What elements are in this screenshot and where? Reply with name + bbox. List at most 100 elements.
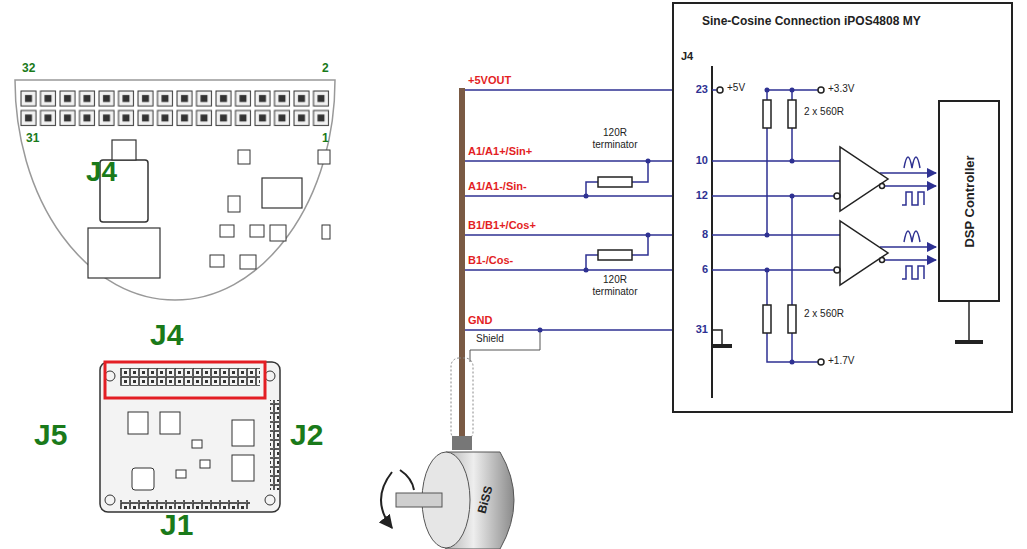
pin-number: 12 (696, 189, 708, 202)
supply-label: +5V (727, 82, 745, 94)
component-label: 120R terminator (584, 127, 646, 150)
smd-part (240, 255, 256, 269)
signal-output (880, 246, 936, 248)
smd-part (192, 440, 202, 448)
wire (712, 235, 840, 270)
junction-dot (584, 268, 589, 273)
smd-part (228, 196, 240, 212)
connector-closeup (15, 80, 335, 300)
wire (465, 234, 672, 236)
text-holder: DSP Controller (940, 102, 998, 300)
pin-header (120, 500, 250, 509)
smd-part (238, 150, 250, 164)
junction-dot (790, 88, 795, 93)
square-icon (902, 266, 924, 279)
ic-symbol (262, 178, 302, 208)
encoder (381, 436, 514, 549)
sine-icon (904, 157, 920, 168)
signal-name: B1-/Cos- (468, 254, 513, 267)
connector-name: J4 (681, 50, 693, 63)
supply-terminal (818, 359, 824, 365)
junction-dot (765, 233, 770, 238)
wire (465, 160, 672, 162)
wire (767, 196, 792, 305)
smd-part (250, 225, 264, 237)
junction-dot (765, 88, 770, 93)
smd-part (176, 470, 186, 478)
mount-hole (105, 495, 115, 505)
square-icon (902, 192, 924, 205)
cable-shield (451, 358, 473, 440)
wire (465, 269, 672, 271)
wire (712, 161, 840, 196)
smd-part (220, 225, 234, 237)
shield-wire (470, 330, 540, 362)
ground-symbols (712, 340, 983, 348)
junction-dot (790, 194, 795, 199)
wire (465, 195, 672, 197)
highlight-box (105, 362, 265, 398)
rotation-arrow (381, 472, 392, 528)
encoder-shaft (396, 493, 442, 507)
text-holder: Sine-Cosine Connection iPOS4808 MY (674, 4, 1011, 28)
button (132, 468, 154, 490)
signal-name: B1/B1+/Cos+ (468, 219, 536, 232)
resistor-symbol (788, 305, 796, 333)
wire (767, 128, 792, 235)
wire (465, 89, 672, 91)
ic-symbol (232, 420, 254, 446)
inverting-input (834, 193, 840, 199)
closeup-outline (15, 80, 335, 300)
box-heading: Sine-Cosine Connection iPOS4808 MY (702, 14, 921, 28)
smd-part (322, 225, 330, 239)
inverted-output (880, 258, 885, 263)
terminator-wire (586, 161, 648, 196)
inverted-output (880, 184, 885, 189)
sine-icon (904, 231, 920, 242)
junction-dot (765, 268, 770, 273)
terminator-wire (586, 235, 648, 270)
signal-name: Shield (476, 333, 504, 345)
pin-number: 23 (696, 83, 708, 96)
connector-name: J2 (290, 418, 323, 453)
board-view (100, 362, 280, 512)
mount-hole (265, 495, 275, 505)
resistor-symbol (788, 100, 796, 128)
ground-wire (712, 330, 722, 344)
controller-box: DSP Controller (938, 100, 1000, 302)
signal-output (884, 185, 936, 187)
signal-name: GND (468, 314, 492, 327)
pin-header (270, 400, 279, 490)
pin-number: 8 (702, 228, 708, 241)
pin-number: 10 (696, 154, 708, 167)
component-label: 2 x 560R (804, 308, 844, 320)
supply-terminal (818, 87, 824, 93)
connector-name: J1 (160, 508, 193, 543)
comparator-symbol (840, 147, 888, 211)
pin-number: 2 (322, 62, 329, 76)
ground-symbol (712, 344, 732, 348)
smd-part (318, 150, 330, 164)
ic-symbol (232, 455, 254, 481)
ground-symbol (955, 340, 983, 344)
resistor-symbol (598, 177, 632, 187)
wire (767, 333, 818, 362)
junction-dot (584, 194, 589, 199)
interface-wiring (712, 66, 969, 398)
junction-dot (646, 159, 651, 164)
wire (465, 329, 672, 331)
power-component (128, 412, 148, 434)
connector-strip (711, 66, 713, 398)
resistor-symbol (763, 305, 771, 333)
smd-part (200, 460, 210, 468)
signal-name: A1/A1-/Sin- (468, 180, 527, 193)
resistor-symbol (598, 177, 632, 260)
power-component (160, 412, 180, 434)
pin-number: 31 (26, 132, 39, 146)
junction-dot (790, 360, 795, 365)
junction-dot (538, 328, 543, 333)
pin-number: 32 (22, 62, 35, 76)
pin-number: 31 (696, 323, 708, 336)
